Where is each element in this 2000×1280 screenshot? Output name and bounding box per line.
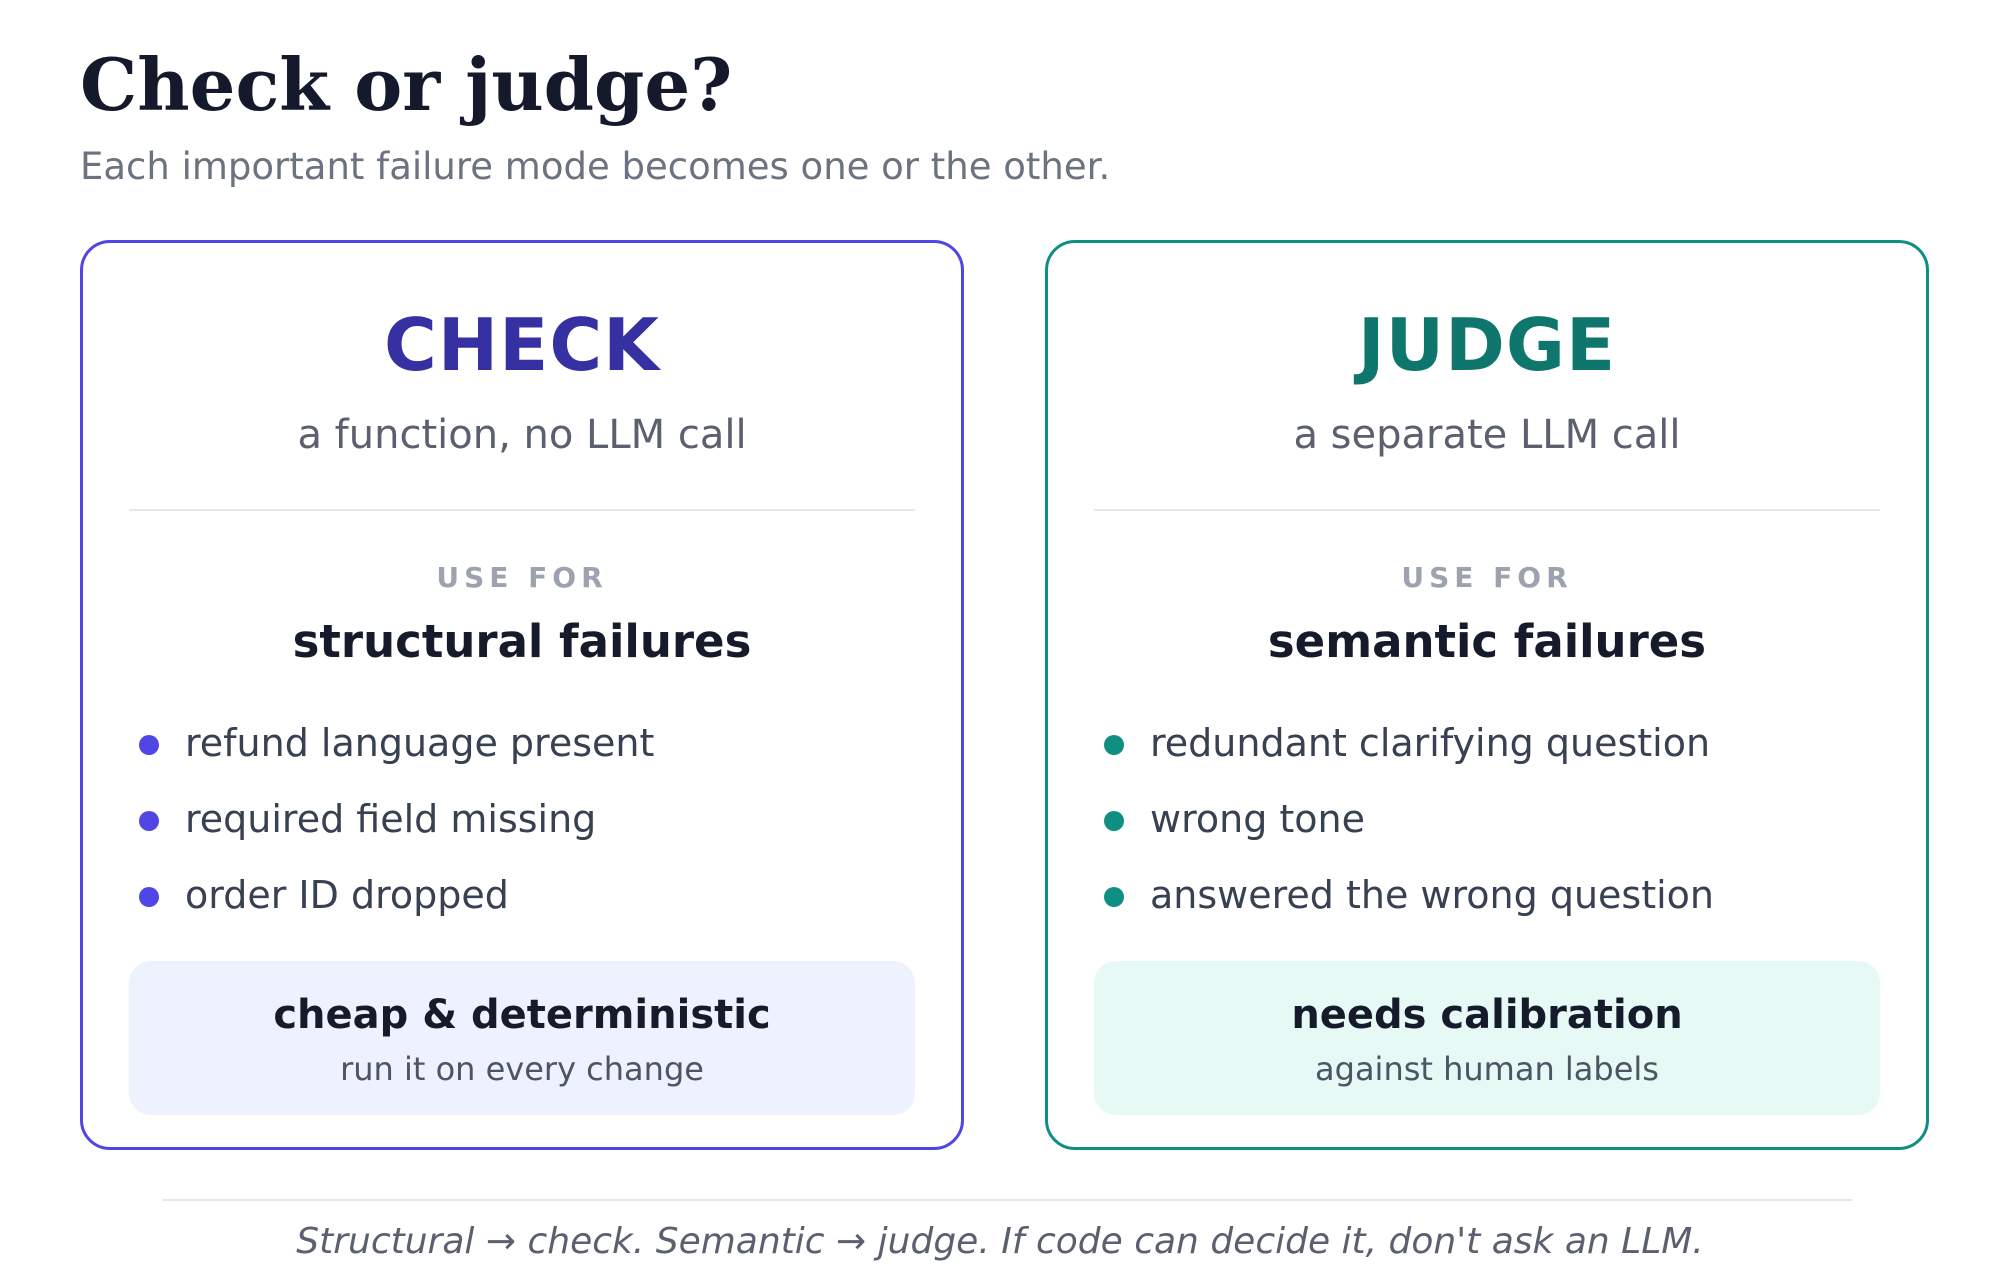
bullet-dot-icon xyxy=(139,887,159,907)
bullet-dot-icon xyxy=(1104,811,1124,831)
list-item-text: order ID dropped xyxy=(185,873,509,917)
list-item-text: redundant clarifying question xyxy=(1150,721,1711,765)
list-item: refund language present xyxy=(139,713,654,789)
check-card: CHECK a function, no LLM call USE FOR st… xyxy=(80,240,964,1150)
check-card-divider xyxy=(129,509,915,511)
check-card-title: CHECK xyxy=(384,303,660,387)
check-use-for-label: USE FOR xyxy=(436,561,608,594)
list-item-text: wrong tone xyxy=(1150,797,1366,841)
list-item: required field missing xyxy=(139,789,654,865)
judge-card-divider xyxy=(1094,509,1880,511)
check-note-sub: run it on every change xyxy=(340,1050,704,1088)
judge-use-for-label: USE FOR xyxy=(1401,561,1573,594)
judge-note-sub: against human labels xyxy=(1315,1050,1659,1088)
check-failure-type: structural failures xyxy=(292,615,752,668)
bullet-dot-icon xyxy=(139,811,159,831)
list-item-text: refund language present xyxy=(185,721,655,765)
check-card-subtitle: a function, no LLM call xyxy=(297,412,747,458)
list-item-text: required field missing xyxy=(185,797,597,841)
page-title: Check or judge? xyxy=(80,42,733,127)
check-note-box: cheap & deterministic run it on every ch… xyxy=(129,961,915,1115)
judge-examples-list: redundant clarifying question wrong tone… xyxy=(1104,713,1714,941)
judge-note-main: needs calibration xyxy=(1291,992,1683,1038)
judge-card-title: JUDGE xyxy=(1357,303,1617,387)
footer-caption: Structural → check. Semantic → judge. If… xyxy=(296,1221,1704,1262)
bullet-dot-icon xyxy=(139,735,159,755)
judge-card-subtitle: a separate LLM call xyxy=(1293,412,1681,458)
list-item: wrong tone xyxy=(1104,789,1714,865)
check-note-main: cheap & deterministic xyxy=(273,992,771,1038)
bullet-dot-icon xyxy=(1104,887,1124,907)
list-item-text: answered the wrong question xyxy=(1150,873,1715,917)
bullet-dot-icon xyxy=(1104,735,1124,755)
list-item: redundant clarifying question xyxy=(1104,713,1714,789)
judge-card: JUDGE a separate LLM call USE FOR semant… xyxy=(1045,240,1929,1150)
judge-failure-type: semantic failures xyxy=(1267,615,1707,668)
page-subtitle: Each important failure mode becomes one … xyxy=(80,145,1111,188)
list-item: answered the wrong question xyxy=(1104,865,1714,941)
list-item: order ID dropped xyxy=(139,865,654,941)
judge-note-box: needs calibration against human labels xyxy=(1094,961,1880,1115)
check-examples-list: refund language present required field m… xyxy=(139,713,654,941)
footer-divider xyxy=(162,1199,1852,1201)
